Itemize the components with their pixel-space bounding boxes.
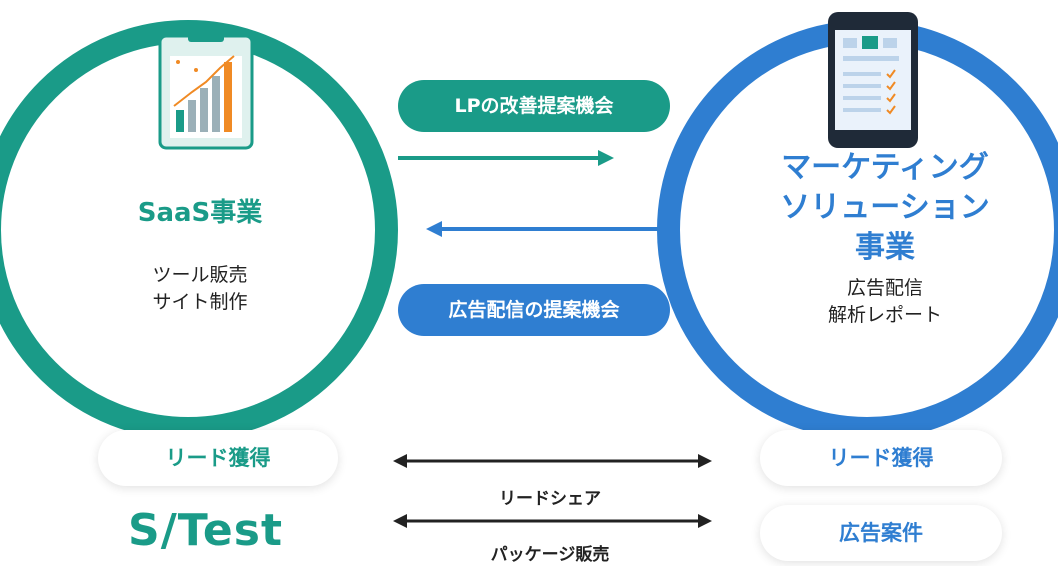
smartphone-icon [828, 12, 918, 148]
marketing-title-line-1: マーケティング [781, 150, 989, 185]
saas-line-1: ツール販売 [152, 264, 248, 286]
lp-improvement-pill: LPの改善提案機会 [398, 80, 670, 132]
marketing-title: マーケティング ソリューション 事業 [730, 148, 1040, 268]
lead-share-label: リードシェア [499, 489, 601, 509]
saas-lead-pill: リード獲得 [98, 430, 338, 486]
ad-proposal-pill: 広告配信の提案機会 [398, 284, 670, 336]
marketing-line-1: 広告配信 [846, 277, 923, 299]
marketing-lead-pill: リード獲得 [760, 430, 1002, 486]
package-sales-label: パッケージ販売 [490, 545, 610, 565]
saas-title: SaaS事業 [137, 198, 263, 228]
saas-line-2: サイト制作 [152, 291, 248, 313]
marketing-title-line-2: ソリューション [780, 190, 990, 225]
ad-project-pill: 広告案件 [760, 505, 1002, 561]
sitest-logo: S/Test [128, 505, 283, 556]
arrow-right-green-icon [398, 150, 614, 166]
clipboard-chart-icon [158, 28, 254, 150]
bidirectional-arrow-package-icon [393, 514, 712, 528]
arrow-left-blue-icon [426, 221, 662, 237]
saas-description: ツール販売 サイト制作 [100, 262, 300, 316]
bidirectional-arrow-lead-share-icon [393, 454, 712, 468]
marketing-description: 広告配信 解析レポート [770, 275, 1000, 329]
marketing-title-line-3: 事業 [855, 230, 915, 265]
marketing-line-2: 解析レポート [827, 304, 942, 326]
